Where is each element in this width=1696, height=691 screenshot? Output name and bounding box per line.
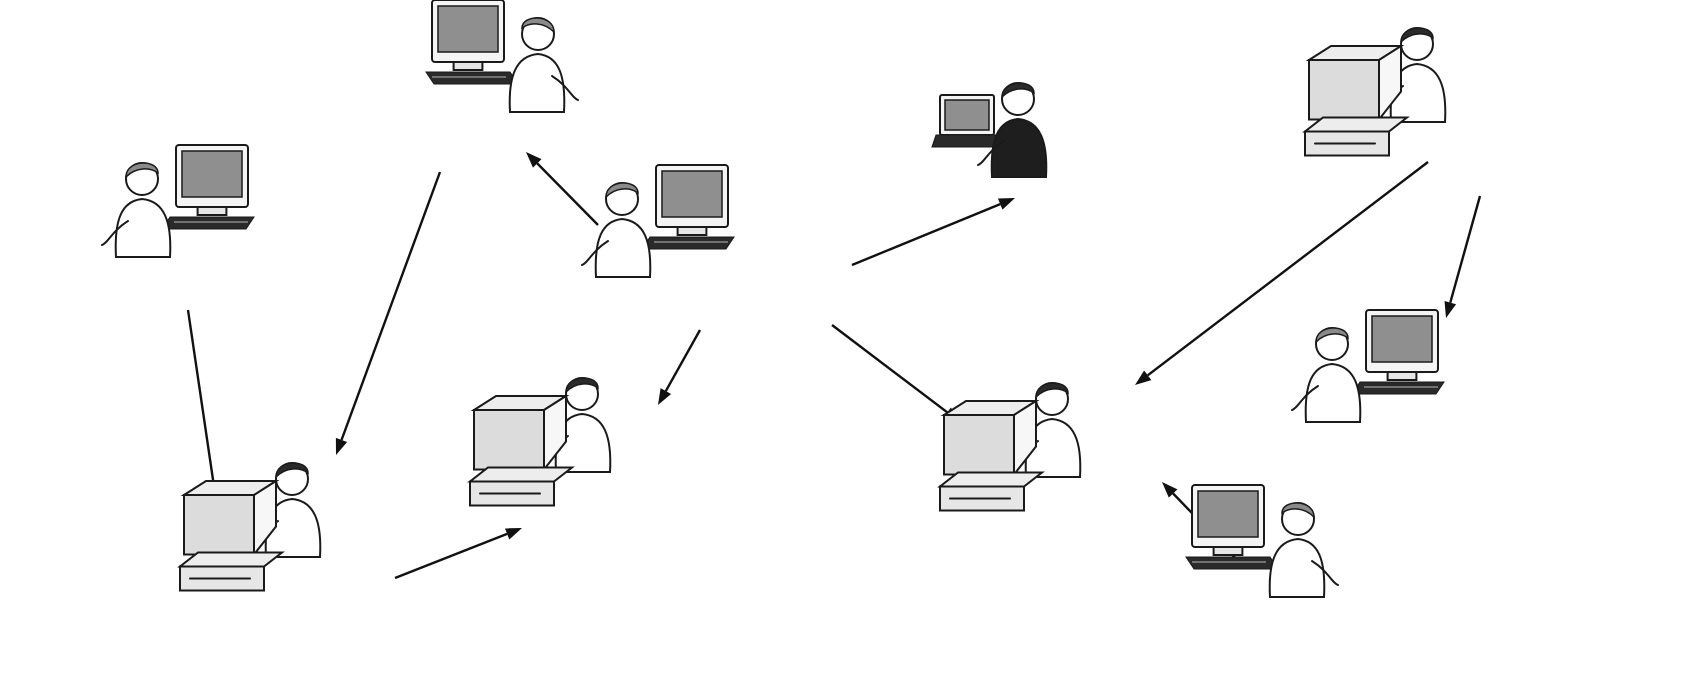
person-at-desktop-computer-icon bbox=[425, 0, 579, 113]
person-at-desktop-computer-icon bbox=[581, 164, 735, 278]
arrowhead bbox=[1444, 300, 1457, 318]
arrowhead bbox=[335, 437, 348, 455]
person-at-workstation-icon bbox=[177, 462, 322, 592]
arrowhead bbox=[504, 528, 522, 540]
person-at-workstation-icon bbox=[937, 382, 1082, 512]
arrowhead bbox=[658, 388, 672, 405]
arrowhead bbox=[526, 152, 542, 168]
arrow-n5-n4 bbox=[658, 329, 702, 405]
person-at-workstation-icon bbox=[1302, 27, 1447, 157]
nodes-layer bbox=[101, 0, 1447, 598]
person-at-desktop-computer-icon bbox=[101, 144, 255, 258]
arrow-n1-n3 bbox=[186, 309, 220, 500]
person-at-laptop-icon bbox=[931, 82, 1048, 178]
person-at-workstation-icon bbox=[467, 377, 612, 507]
arrow-n8-n9 bbox=[1444, 195, 1482, 318]
arrowhead bbox=[997, 198, 1015, 210]
arrow-n3-n4 bbox=[394, 528, 522, 580]
arrow-n2-n3 bbox=[335, 171, 442, 455]
arrow-n5-n2 bbox=[526, 152, 599, 226]
arrow-n5-n6 bbox=[851, 198, 1015, 267]
person-at-desktop-computer-icon bbox=[1185, 484, 1339, 598]
arrow-n8-n7 bbox=[1135, 161, 1429, 385]
arrowhead bbox=[1135, 370, 1152, 385]
edges-layer bbox=[186, 152, 1482, 580]
arrowhead bbox=[1162, 482, 1178, 498]
arrow-n5-n7 bbox=[831, 324, 960, 422]
person-at-desktop-computer-icon bbox=[1291, 309, 1445, 423]
